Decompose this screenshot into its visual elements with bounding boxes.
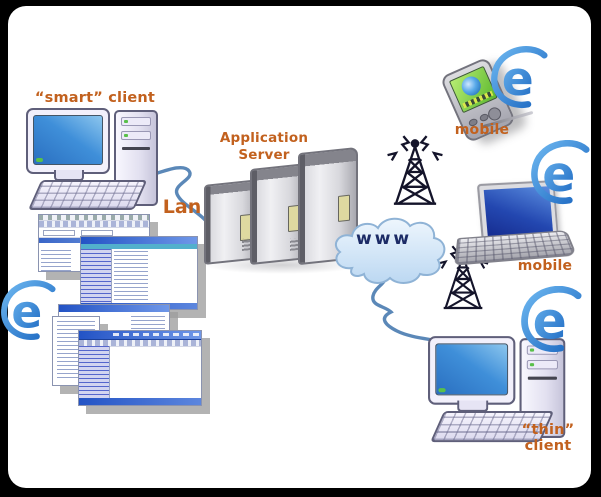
window-toolbar [39, 221, 149, 228]
content-panel [110, 346, 201, 398]
smart-client-app-windows [38, 214, 198, 312]
text-field [81, 229, 113, 236]
svg-text:e: e [502, 52, 534, 107]
internet-explorer-icon: e [1, 280, 56, 341]
computer-monitor [428, 336, 516, 405]
drive-bay [121, 117, 151, 126]
drive-bay [121, 131, 151, 140]
application-window [78, 330, 202, 406]
window-title-bar [81, 237, 197, 244]
radio-tower-icon [387, 135, 443, 205]
mobile-laptop-label: mobile [517, 258, 573, 274]
svg-text:e: e [11, 286, 42, 339]
application-server-label: Application Server [219, 130, 309, 163]
tree-panel [79, 346, 110, 398]
computer-monitor [26, 108, 110, 174]
window-body [79, 346, 201, 398]
mobile-pda-label: mobile [454, 122, 510, 138]
window-title-bar [59, 305, 169, 312]
application-server-group [198, 142, 366, 274]
smart-client-label: “smart” client [34, 90, 156, 106]
drive-slot [122, 147, 150, 150]
svg-text:e: e [542, 147, 575, 203]
text-block [131, 316, 165, 334]
internet-explorer-icon: e [491, 46, 548, 109]
window-status-bar [79, 398, 201, 405]
list-panel [41, 250, 71, 271]
text-field [43, 229, 75, 236]
computer-screen [33, 115, 103, 165]
internet-explorer-icon: e [531, 140, 590, 205]
computer-screen [435, 343, 509, 396]
drive-bay [526, 360, 558, 370]
internet-explorer-icon: e [521, 286, 582, 353]
thin-client-computer [428, 334, 566, 443]
application-window [80, 236, 198, 310]
window-body [39, 248, 149, 271]
content-panel [150, 249, 197, 303]
svg-text:e: e [533, 291, 567, 350]
list-panel [114, 251, 148, 301]
tree-panel [81, 249, 112, 303]
cloud-icon [334, 217, 446, 284]
www-label: www [356, 229, 413, 249]
computer-keyboard [28, 180, 148, 210]
smart-client-computer [26, 106, 158, 210]
window-menu-bar [39, 215, 149, 221]
window-toolbar [79, 340, 201, 347]
smart-client-app-windows [52, 304, 206, 406]
window-body [81, 249, 197, 303]
window-title-bar [79, 331, 201, 340]
thin-client-label: “thin” client [521, 422, 575, 454]
lan-label: Lan [162, 196, 202, 218]
window-toolbar [81, 244, 197, 249]
internet-cloud: www [328, 210, 450, 290]
drive-slot [527, 376, 557, 380]
